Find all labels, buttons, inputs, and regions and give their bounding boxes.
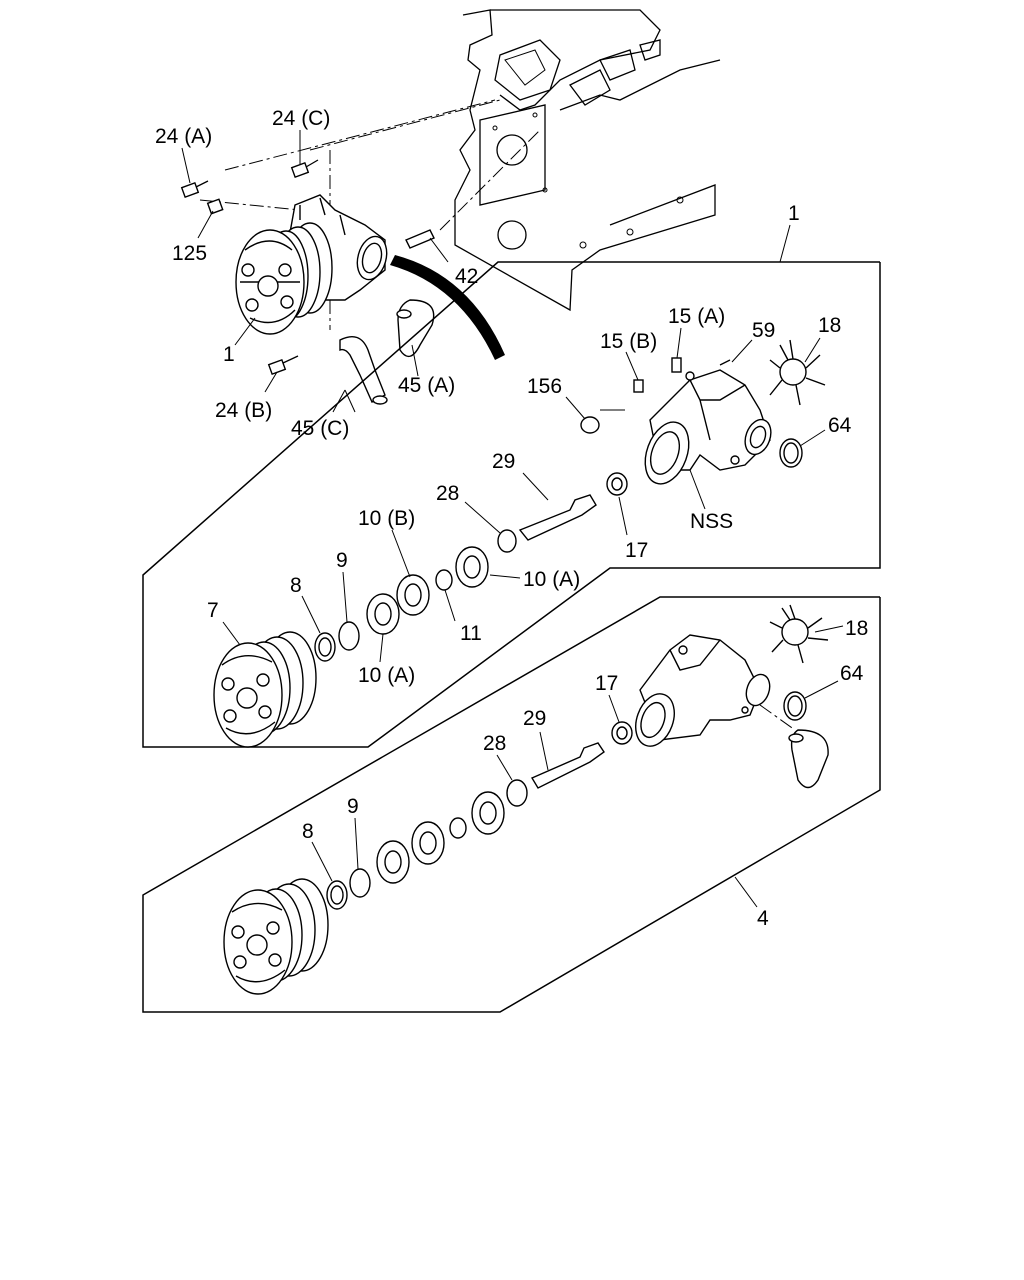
lower-bearing-2 xyxy=(411,821,445,865)
leader-lines xyxy=(181,130,844,908)
label-nss: NSS xyxy=(690,510,733,533)
frame-assembly-4 xyxy=(142,596,881,1013)
label-24b: 24 (B) xyxy=(215,399,272,422)
assembled-pump xyxy=(235,194,388,335)
pin-59 xyxy=(719,359,731,366)
bearing-10b xyxy=(396,574,430,616)
label-45c: 45 (C) xyxy=(291,417,349,440)
nut-125 xyxy=(206,198,224,215)
label-18-low: 18 xyxy=(845,617,868,640)
label-18-top: 18 xyxy=(818,314,841,337)
label-9-low: 9 xyxy=(347,795,359,818)
label-24c: 24 (C) xyxy=(272,107,330,130)
frame-assembly-1 xyxy=(142,261,881,748)
lower-spacer xyxy=(449,817,467,839)
o-ring-64 xyxy=(779,438,803,468)
impeller-18 xyxy=(769,339,826,406)
label-42: 42 xyxy=(455,265,478,288)
plug-15a xyxy=(671,357,682,373)
label-125: 125 xyxy=(172,242,207,265)
hose-45c xyxy=(339,336,388,405)
engine-block xyxy=(454,9,721,312)
bolt-24b xyxy=(267,355,299,375)
label-8-top: 8 xyxy=(290,574,302,597)
bearing-10a-right xyxy=(455,546,489,588)
label-15a: 15 (A) xyxy=(668,305,725,328)
lower-bearing-1 xyxy=(471,791,505,835)
label-29-top: 29 xyxy=(492,450,515,473)
label-28-top: 28 xyxy=(436,482,459,505)
label-24a: 24 (A) xyxy=(155,125,212,148)
pulley-7 xyxy=(213,631,317,748)
bolt-24a xyxy=(180,180,209,198)
label-1-left: 1 xyxy=(223,343,235,366)
snap-ring-9 xyxy=(338,621,360,651)
spacer-11 xyxy=(435,569,453,591)
lower-hose xyxy=(759,704,829,789)
seal-156 xyxy=(580,409,625,434)
shaft-29 xyxy=(518,494,597,541)
label-15b: 15 (B) xyxy=(600,330,657,353)
bolt-24c xyxy=(290,159,319,178)
label-7: 7 xyxy=(207,599,219,622)
label-28-low: 28 xyxy=(483,732,506,755)
washer-28 xyxy=(497,529,517,553)
lower-pulley xyxy=(223,878,329,995)
label-64-low: 64 xyxy=(840,662,864,685)
label-10b: 10 (B) xyxy=(358,507,415,530)
lower-snap-ring-9 xyxy=(349,868,371,898)
label-59: 59 xyxy=(752,319,775,342)
bearing-10a-bottom xyxy=(366,593,400,635)
hose-45a xyxy=(396,299,435,358)
lower-washer-28 xyxy=(506,779,528,807)
label-10a-right: 10 (A) xyxy=(523,568,580,591)
label-1-top: 1 xyxy=(788,202,800,225)
label-64-top: 64 xyxy=(828,414,852,437)
pump-housing-nss xyxy=(644,369,772,485)
label-10a-bottom: 10 (A) xyxy=(358,664,415,687)
label-8-low: 8 xyxy=(302,820,314,843)
label-11: 11 xyxy=(460,622,482,645)
stud-42 xyxy=(405,229,435,249)
lower-seal-8 xyxy=(326,880,348,910)
lower-housing xyxy=(635,634,771,747)
lower-shaft-29 xyxy=(530,742,605,789)
label-156: 156 xyxy=(527,375,562,398)
lower-impeller-18 xyxy=(769,604,829,664)
plug-15b xyxy=(633,379,644,393)
lower-bearing-3 xyxy=(376,840,410,884)
label-45a: 45 (A) xyxy=(398,374,455,397)
label-29-low: 29 xyxy=(523,707,546,730)
label-9-top: 9 xyxy=(336,549,348,572)
lower-o-ring-64 xyxy=(783,691,807,721)
lower-seal-17 xyxy=(611,721,633,745)
label-17-top: 17 xyxy=(625,539,648,562)
thick-hose xyxy=(390,255,505,360)
seal-17 xyxy=(606,472,628,496)
label-17-low: 17 xyxy=(595,672,618,695)
seal-8 xyxy=(314,632,336,662)
label-4: 4 xyxy=(757,907,769,930)
